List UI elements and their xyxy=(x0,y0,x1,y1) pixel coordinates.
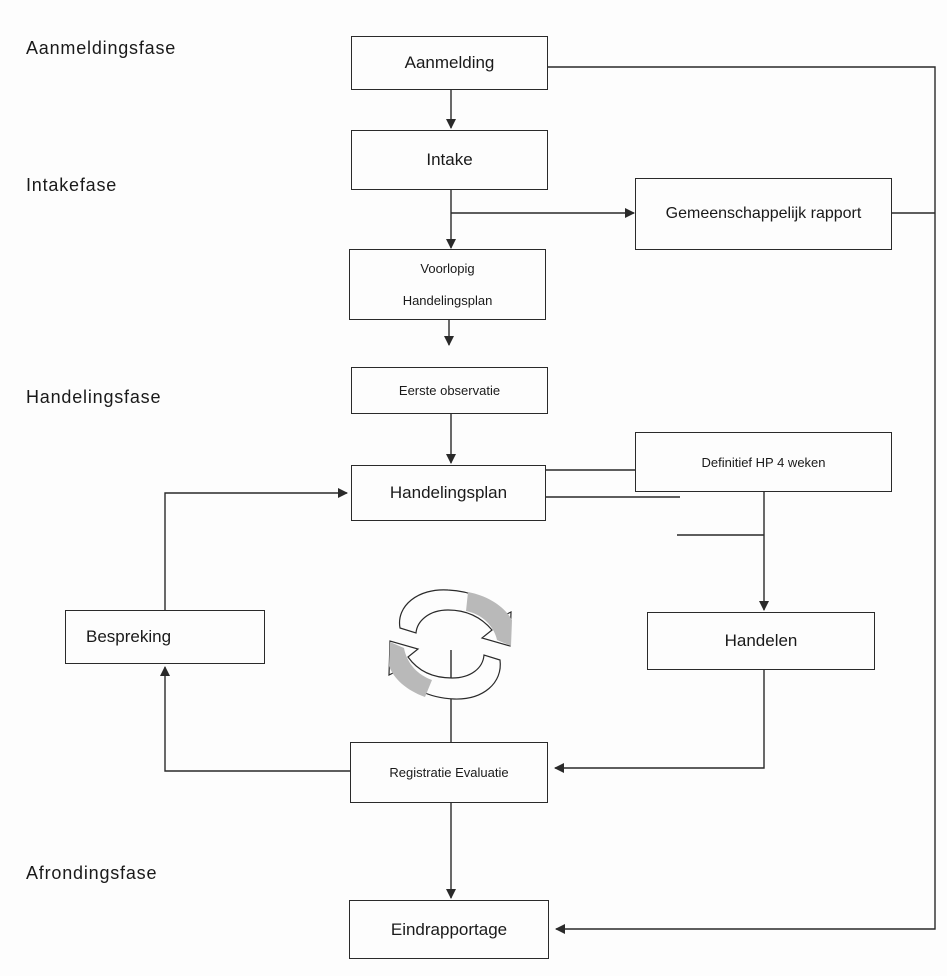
node-gemeenschappelijk-rapport: Gemeenschappelijk rapport xyxy=(635,178,892,250)
edge-bespreking-handelingsplan xyxy=(164,488,348,610)
circular-arrows-icon xyxy=(388,589,512,700)
node-aanmelding: Aanmelding xyxy=(351,36,548,90)
node-label: Registratie Evaluatie xyxy=(389,765,509,780)
node-label-line2: Handelingsplan xyxy=(402,292,493,308)
node-handelen: Handelen xyxy=(647,612,875,670)
node-handelingsplan: Handelingsplan xyxy=(351,465,546,521)
node-label: Bespreking xyxy=(86,627,172,646)
phase-label-aanmelding: Aanmeldingsfase xyxy=(26,38,177,58)
node-label: Intake xyxy=(426,150,473,169)
node-label-line1: Voorlopig xyxy=(420,260,475,276)
node-bespreking: Bespreking xyxy=(65,610,265,664)
phase-label-handeling: Handelingsfase xyxy=(26,387,162,407)
node-label: Handelen xyxy=(724,631,798,650)
node-label: Gemeenschappelijk rapport xyxy=(665,205,862,222)
node-intake: Intake xyxy=(351,130,548,190)
node-label: Definitief HP 4 weken xyxy=(701,454,826,470)
phase-label-intake: Intakefase xyxy=(26,175,118,195)
edge-handelen-registratie xyxy=(554,670,765,773)
node-label: Eindrapportage xyxy=(390,919,508,939)
edge-aanmelding-eindrapportage xyxy=(548,66,936,934)
node-eindrapportage: Eindrapportage xyxy=(349,900,549,959)
node-label: Aanmelding xyxy=(404,53,495,72)
node-voorlopig-handelingsplan: Voorlopig Handelingsplan xyxy=(349,249,546,320)
node-eerste-observatie: Eerste observatie xyxy=(351,367,548,414)
node-definitief-hp: Definitief HP 4 weken xyxy=(635,432,892,492)
node-label: Handelingsplan xyxy=(389,483,508,502)
node-label: Eerste observatie xyxy=(398,383,501,398)
node-registratie-evaluatie: Registratie Evaluatie xyxy=(350,742,548,803)
phase-label-afronding: Afrondingsfase xyxy=(26,863,158,883)
edge-registratie-bespreking xyxy=(160,666,350,772)
